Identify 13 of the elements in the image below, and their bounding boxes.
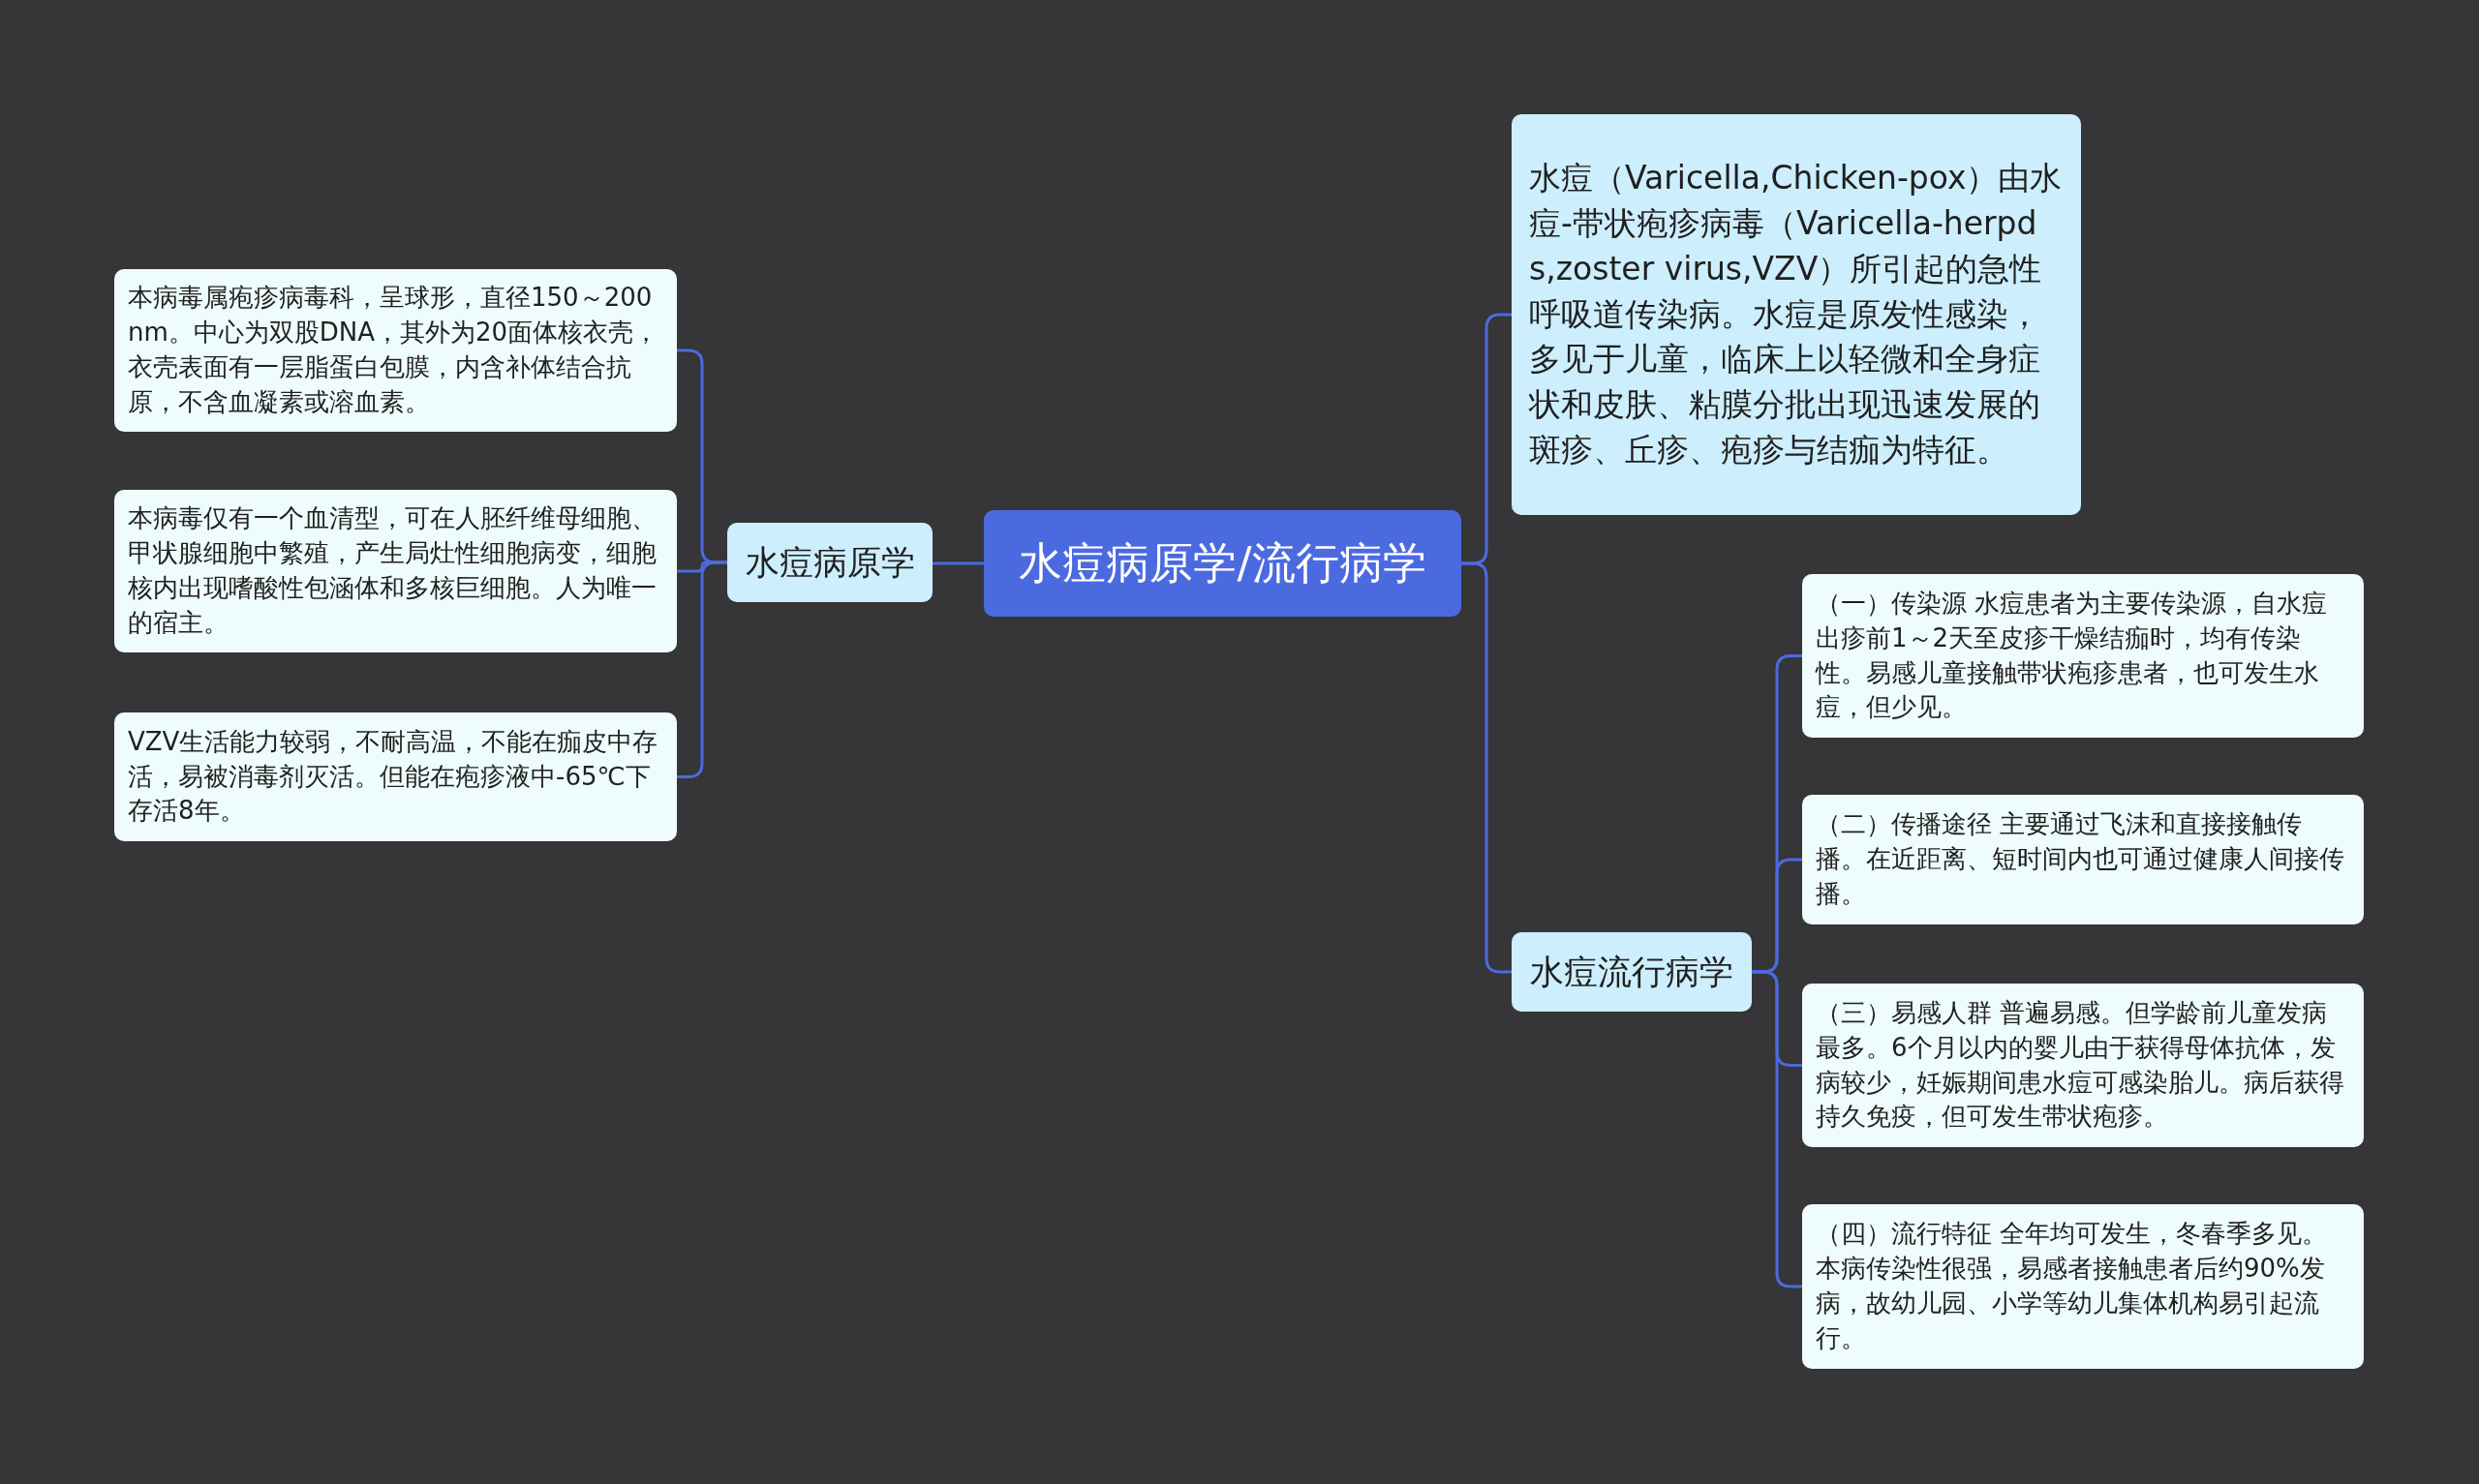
note-box: 本病毒仅有一个血清型，可在人胚纤维母细胞、甲状腺细胞中繁殖，产生局灶性细胞病变，细胞核内出现嗜酸性包涵体和多核巨细胞。人为唯一的宿主。 — [114, 490, 677, 652]
note-box: （四）流行特征 全年均可发生，冬春季多见。本病传染性很强，易感者接触患者后约90%发病，故幼儿园、小学等幼儿集体机构易引起流行。 — [1802, 1204, 2364, 1369]
connector-line — [933, 561, 984, 565]
connector-line — [1752, 970, 1802, 1288]
note-box: （三）易感人群 普遍易感。但学龄前儿童发病最多。6个月以内的婴儿由于获得母体抗体，发病较少，妊娠期间患水痘可感染胎儿。病后获得持久免疫，但可发生带状疱疹。 — [1802, 984, 2364, 1147]
note-box: （一）传染源 水痘患者为主要传染源，自水痘出疹前1～2天至皮疹干燥结痂时，均有传染性。易感儿童接触带状疱疹患者，也可发生水痘，但少见。 — [1802, 574, 2364, 738]
note-box: VZV生活能力较弱，不耐高温，不能在痂皮中存活，易被消毒剂灭活。但能在疱疹液中-65℃下存活8年。 — [114, 712, 677, 841]
description-box: 水痘（Varicella,Chicken-pox）由水痘-带状疱疹病毒（Varicella-herpds,zoster virus,VZV）所引起的急性呼吸道传染病。水痘是原发性感染，多见于儿童，临床上以轻微和全身症状和皮肤、粘膜分批出现迅速发展的斑疹、丘疹、疱疹与结痂为特征。 — [1512, 114, 2081, 515]
note-box: 本病毒属疱疹病毒科，呈球形，直径150～200nm。中心为双股DNA，其外为20面体核衣壳，衣壳表面有一层脂蛋白包膜，内含补体结合抗原，不含血凝素或溶血素。 — [114, 269, 677, 432]
central-topic: 水痘病原学/流行病学 — [984, 510, 1461, 617]
note-box: （二）传播途径 主要通过飞沫和直接接触传播。在近距离、短时间内也可通过健康人间接传播。 — [1802, 795, 2364, 924]
topic-box: 水痘流行病学 — [1512, 932, 1752, 1012]
topic-box: 水痘病原学 — [727, 523, 933, 602]
